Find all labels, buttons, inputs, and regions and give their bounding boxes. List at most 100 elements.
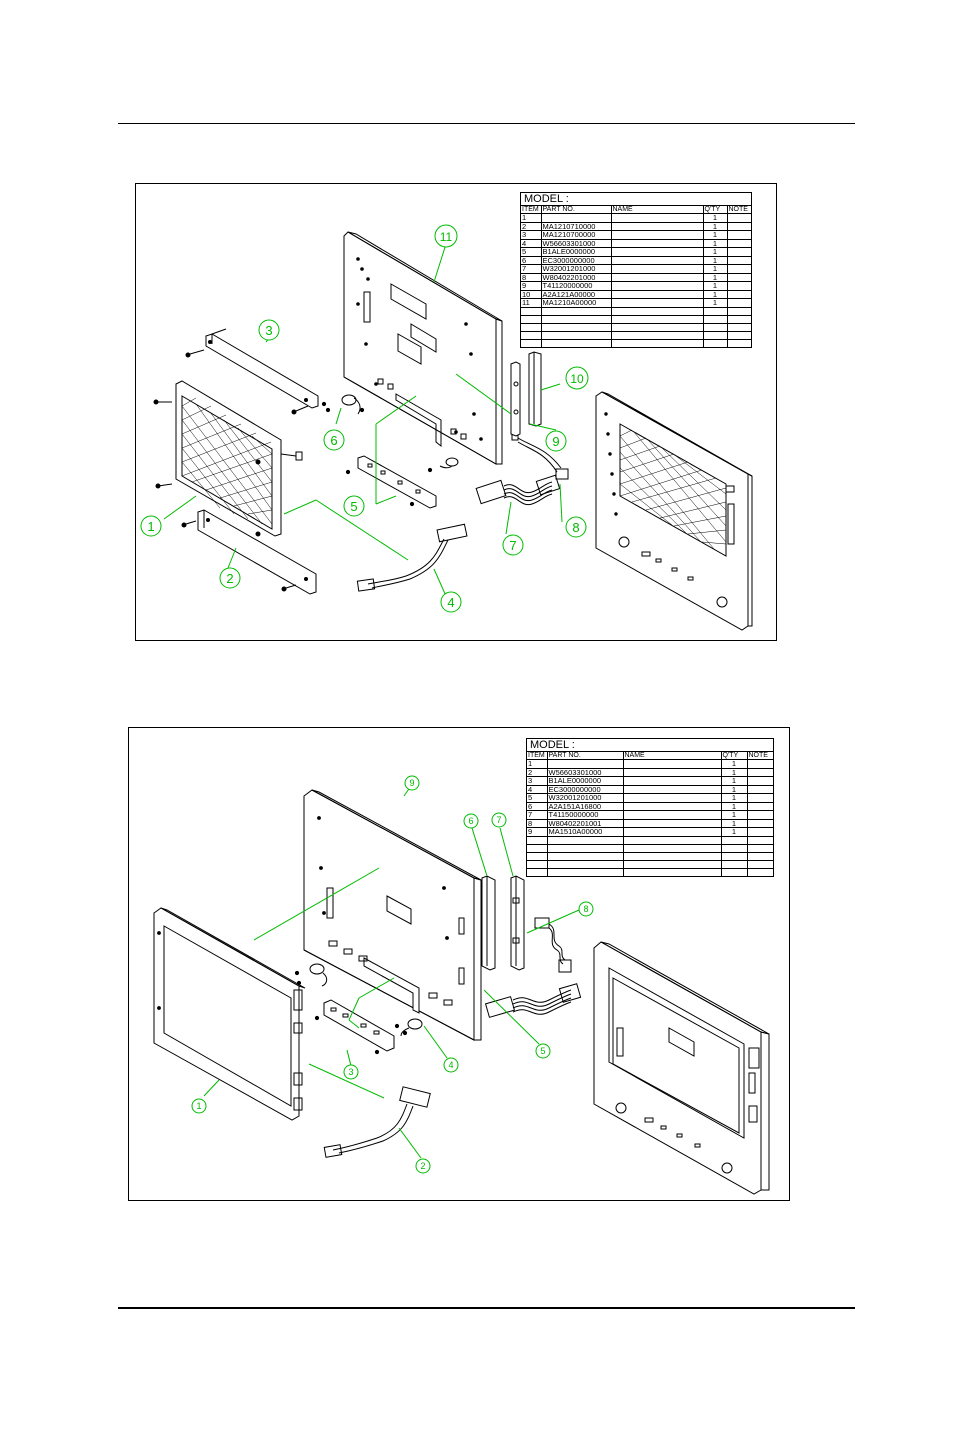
table-cell-note <box>726 289 751 299</box>
table-cell-qty <box>720 859 748 869</box>
parts-table-1-title: MODEL : <box>521 193 751 206</box>
table-cell-name <box>622 801 722 811</box>
callout-11: 11 <box>434 224 458 248</box>
table-cell-part: MA1210710000 <box>540 221 612 231</box>
parts-table-2-title: MODEL : <box>527 739 773 752</box>
table-cell-item: 6 <box>521 255 542 265</box>
table-cell-name <box>610 238 704 248</box>
table-cell-part: B1ALE0000000 <box>546 776 624 786</box>
table-cell-item <box>521 338 542 347</box>
table-cell-note <box>746 801 773 811</box>
table-cell-note <box>746 784 773 794</box>
table-cell-item: 8 <box>527 818 548 828</box>
table-cell-part: W32001201000 <box>546 793 624 803</box>
table-cell-qty <box>702 314 728 324</box>
callout-4-label: 4 <box>447 595 454 610</box>
table-row <box>521 338 751 347</box>
callout-7-label: 7 <box>496 815 501 825</box>
table-cell-qty <box>720 843 748 853</box>
table-cell-note <box>726 330 751 340</box>
table-cell-qty: 1 <box>702 238 728 248</box>
table-cell-qty: 1 <box>720 801 748 811</box>
callout-5-label: 5 <box>540 1046 545 1056</box>
table-cell-qty: 1 <box>720 784 748 794</box>
table-cell-name <box>610 314 704 324</box>
table-cell-name <box>610 247 704 257</box>
table-row <box>527 843 773 853</box>
table-cell-part: A2A151A16800 <box>546 801 624 811</box>
table-cell-item <box>527 851 548 861</box>
table-cell-part <box>546 835 624 845</box>
table-cell-name <box>610 230 704 240</box>
table-cell-qty <box>702 338 728 347</box>
table-cell-qty: 1 <box>720 759 748 769</box>
table-cell-part <box>546 843 624 853</box>
table-cell-part <box>540 322 612 332</box>
table-cell-name <box>610 221 704 231</box>
table-row <box>521 306 751 316</box>
callout-4: 4 <box>440 591 462 613</box>
table-cell-note <box>726 281 751 291</box>
table-cell-qty <box>702 306 728 316</box>
table-cell-item <box>527 843 548 853</box>
table-cell-item <box>521 314 542 324</box>
callout-6: 6 <box>323 429 345 451</box>
table-cell-item: 10 <box>521 289 542 299</box>
table-cell-name <box>610 338 704 347</box>
table-cell-name <box>622 827 722 837</box>
table-cell-note <box>726 322 751 332</box>
table-cell-qty: 1 <box>702 221 728 231</box>
cable-2-part <box>323 1086 431 1158</box>
table-row <box>527 835 773 845</box>
cable-8-part <box>534 917 572 973</box>
table-cell-part: MA1210700000 <box>540 230 612 240</box>
board-3-part <box>314 999 395 1055</box>
bracket-3-part <box>185 328 319 415</box>
callout-3: 3 <box>258 319 280 341</box>
table-cell-note <box>726 221 751 231</box>
table-cell-name <box>610 281 704 291</box>
callout-2: 2 <box>415 1158 431 1174</box>
callout-5-label: 5 <box>350 499 357 514</box>
table-cell-part <box>540 213 612 223</box>
callout-7: 7 <box>502 534 524 556</box>
table-cell-item: 11 <box>521 298 542 308</box>
table-cell-item <box>527 835 548 845</box>
table-cell-note <box>746 835 773 845</box>
table-cell-name <box>622 851 722 861</box>
table-cell-note <box>746 759 773 769</box>
back-cover-part <box>343 231 503 465</box>
table-cell-item: 7 <box>521 264 542 274</box>
column-header: PART NO. <box>540 206 612 214</box>
diagram-1-callouts: 1 2 3 4 5 6 7 8 9 10 11 <box>140 224 589 613</box>
cable-8-part <box>511 431 569 480</box>
inverter-6-part <box>321 394 365 415</box>
table-cell-qty <box>702 322 728 332</box>
table-cell-note <box>746 843 773 853</box>
column-header: Q'TY <box>702 206 728 214</box>
table-cell-qty: 1 <box>702 264 728 274</box>
table-cell-name <box>622 784 722 794</box>
table-cell-item: 5 <box>521 247 542 257</box>
table-cell-qty: 1 <box>702 272 728 282</box>
table-cell-name <box>610 330 704 340</box>
table-cell-qty: 1 <box>720 793 748 803</box>
table-cell-part: T41120000000 <box>540 281 612 291</box>
board-5-part <box>345 455 459 509</box>
table-cell-name <box>610 306 704 316</box>
table-cell-note <box>746 818 773 828</box>
table-cell-part: EC3000000000 <box>546 784 624 794</box>
